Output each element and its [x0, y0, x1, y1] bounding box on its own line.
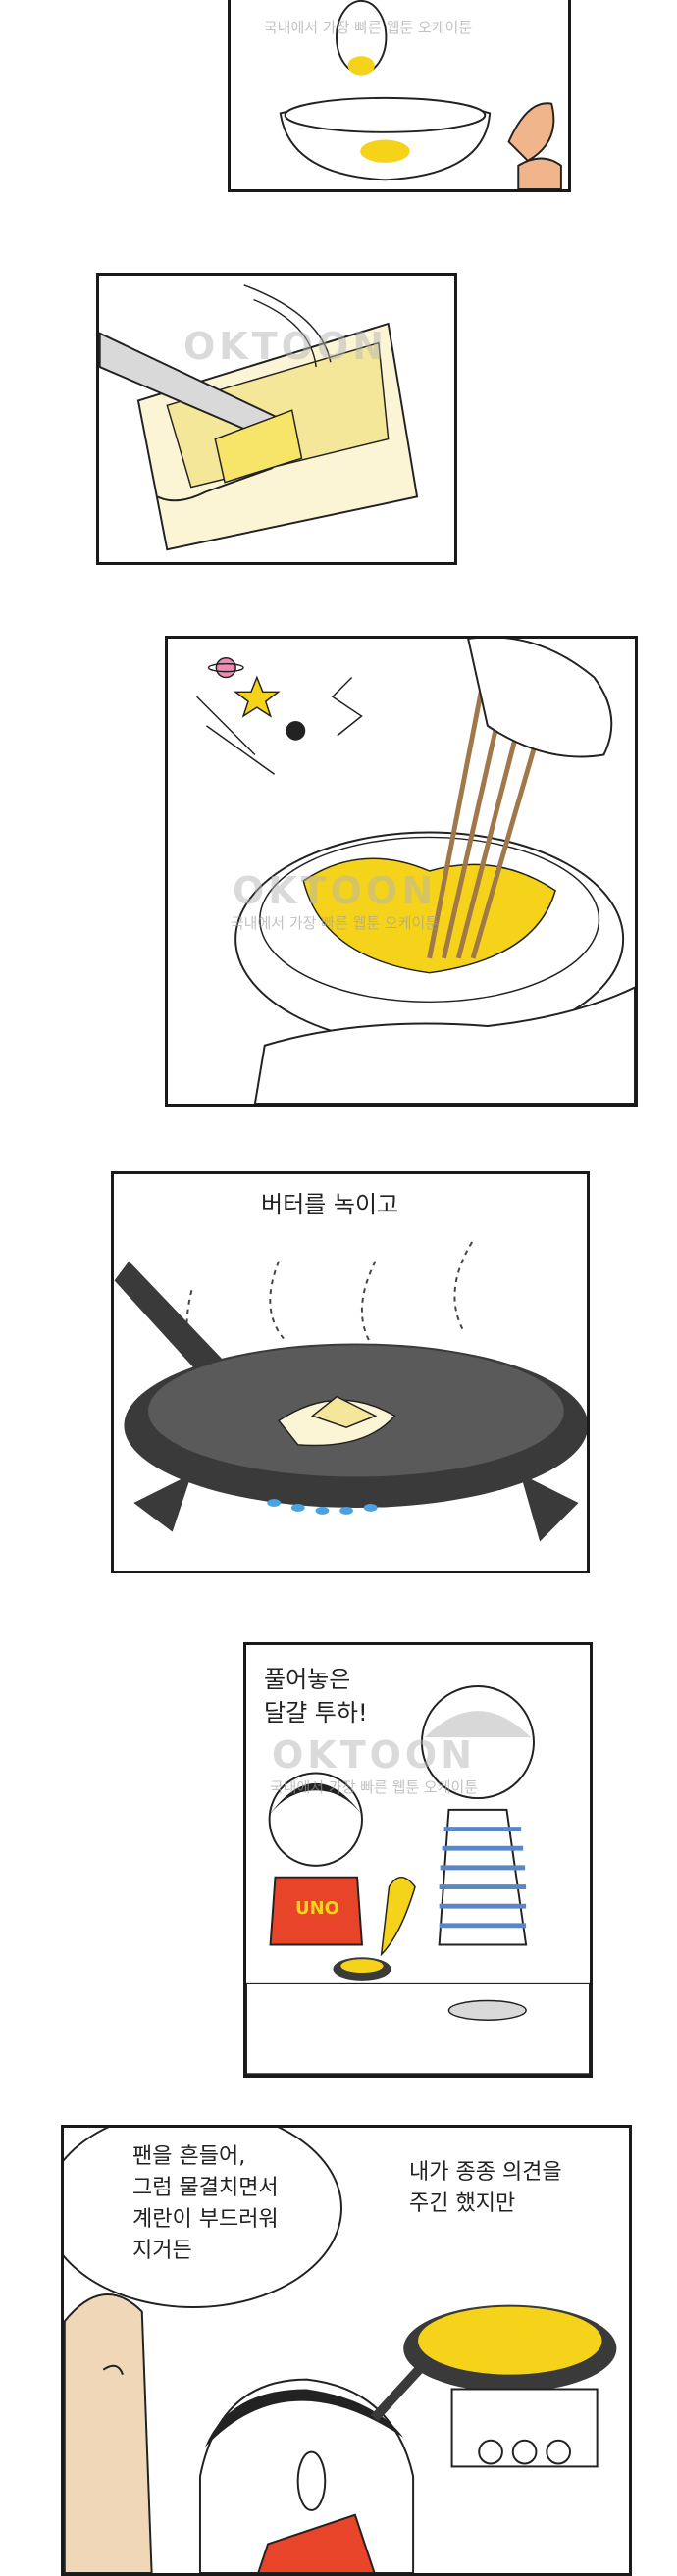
watermark-tagline: 국내에서 가장 빠른 웹툰 오케이툰	[263, 19, 473, 36]
butter-slice-illustration	[99, 284, 419, 551]
caption-pour-eggs: 풀어놓은 달걀 투하!	[264, 1666, 368, 1726]
panel-shake-pan: 팬을 흔들어, 그럼 물결치면서 계란이 부드러워 지거든 내가 종종 의견을 …	[61, 2125, 632, 2576]
caption-butter-melt: 버터를 녹이고	[261, 1191, 399, 1218]
panel-egg-whisk: OKTOON 국내에서 가장 빠른 웹툰 오케이툰	[165, 636, 638, 1107]
panel-butter-slice: OKTOON	[96, 273, 457, 565]
watermark: 국내에서 가장 빠른 웹툰 오케이툰	[231, 17, 515, 37]
panel-pour-eggs: 풀어놓은 달걀 투하! UNO OKTOON 국내에서 가장 빠른 웹툰 오케이…	[243, 1642, 593, 2078]
egg-whisk-illustration	[196, 639, 635, 1104]
watermark-brand: OKTOON	[271, 1733, 477, 1777]
watermark: OKTOON	[138, 325, 433, 368]
speech-left-text: 팬을 흔들어, 그럼 물결치면서 계란이 부드러워 지거든	[132, 2144, 279, 2263]
shake-pan-illustration	[64, 2293, 617, 2573]
speech-right-text: 내가 종종 의견을 주긴 했지만	[409, 2160, 562, 2216]
panel-egg-crack: 국내에서 가장 빠른 웹툰 오케이툰	[228, 0, 571, 192]
watermark-brand: OKTOON	[182, 325, 389, 368]
watermark-tagline: 국내에서 가장 빠른 웹툰 오케이툰	[230, 914, 440, 932]
watermark-tagline: 국내에서 가장 빠른 웹툰 오케이툰	[269, 1778, 479, 1796]
panel-butter-melt: 버터를 녹이고	[111, 1171, 590, 1573]
egg-crack-illustration	[279, 0, 562, 189]
watermark-brand: OKTOON	[232, 869, 438, 912]
watermark: OKTOON 국내에서 가장 빠른 웹툰 오케이툰	[187, 869, 482, 933]
shirt-text: UNO	[295, 1898, 339, 1919]
speech-bubble-left	[64, 2128, 342, 2308]
watermark: OKTOON 국내에서 가장 빠른 웹툰 오케이툰	[246, 1733, 521, 1797]
pour-eggs-illustration	[246, 1685, 590, 2075]
butter-melt-illustration	[114, 1241, 587, 1542]
